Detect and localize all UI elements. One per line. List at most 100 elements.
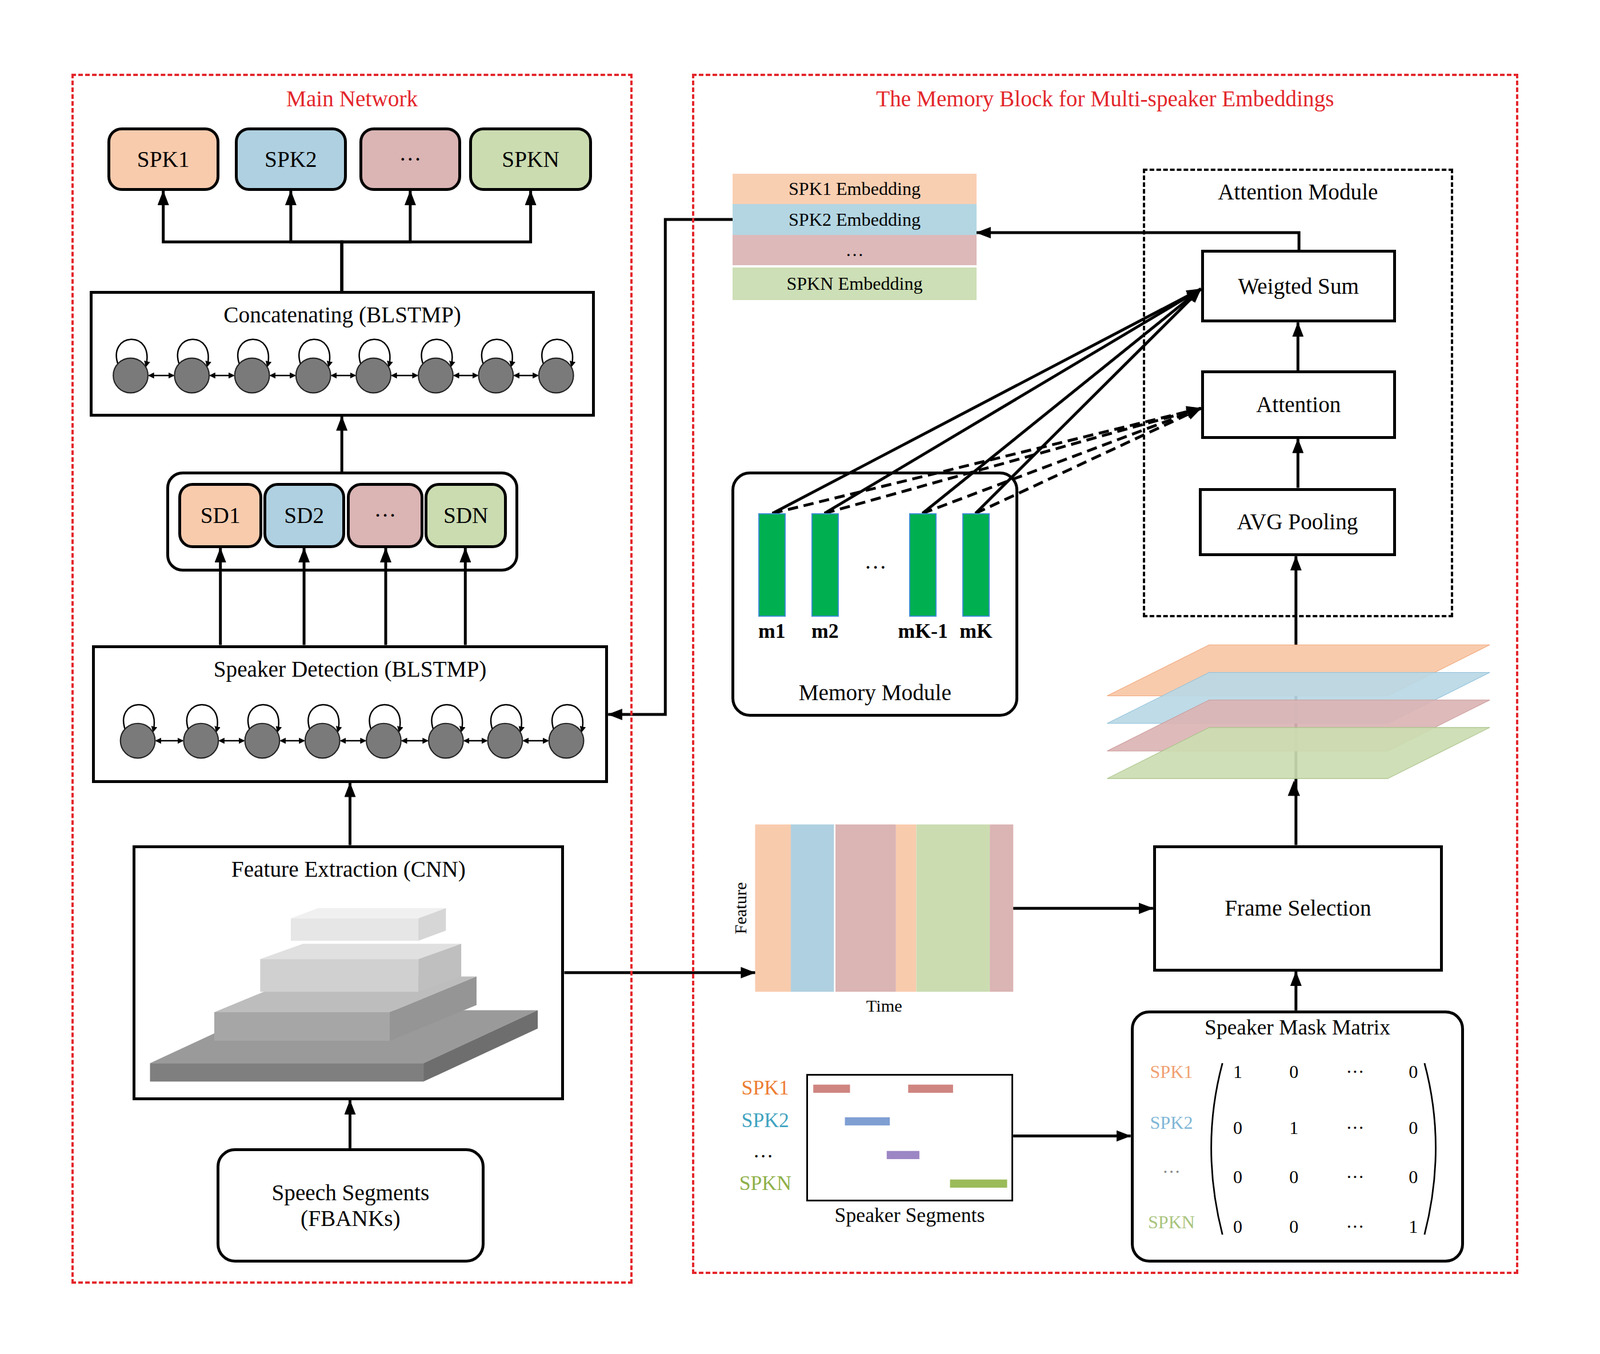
matrix-entry: ··· [1345, 1061, 1364, 1083]
connector [975, 288, 1202, 514]
node-label: Speaker Mask Matrix [1204, 1014, 1391, 1040]
node-label: SPK2 Embedding [788, 208, 921, 230]
connector [1294, 971, 1298, 1011]
lstm-cell [478, 358, 514, 394]
region-panel: Main NetworkSPK1SPK2···SPKNConcatenating… [71, 73, 633, 1284]
lstm-cell [549, 723, 584, 759]
axis-label: … [753, 1139, 774, 1163]
matrix-entry: 1 [1408, 1216, 1418, 1238]
bidirectional-link [210, 374, 234, 376]
connector [218, 548, 222, 646]
connector [772, 288, 1202, 514]
connector [976, 232, 1299, 250]
cnn-illustration [150, 908, 539, 1082]
lstm-cell [366, 723, 402, 759]
connector [384, 548, 388, 646]
node-label: Speaker Detection (BLSTMP) [213, 656, 487, 682]
plot-box: Speaker Segments [806, 1073, 1014, 1202]
feature-stripe [989, 824, 1014, 992]
cnn-layer [214, 1012, 390, 1041]
process-box: Weigted Sum [1201, 249, 1396, 323]
node-label: Speech Segments (FBANKs) [248, 1179, 453, 1231]
lstm-cell [174, 358, 210, 394]
node-label: Speaker Segments [834, 1203, 986, 1227]
process-box: Concatenating (BLSTMP) [89, 290, 595, 417]
matrix-entry: 0 [1408, 1117, 1418, 1139]
bidirectional-link [270, 374, 295, 376]
lstm-cell [183, 723, 219, 759]
node-label: SPK1 Embedding [788, 178, 921, 200]
bidirectional-link [331, 374, 355, 376]
node-label: SD1 [200, 502, 241, 528]
slot-label: mK-1 [898, 619, 948, 643]
connector [340, 416, 344, 472]
node-label: ··· [398, 146, 422, 172]
process-box: Frame Selection [1153, 845, 1443, 972]
slot-label: mK [959, 619, 993, 643]
node-label: Attention [1256, 391, 1341, 418]
embedding-row: … [732, 234, 977, 266]
speaker-segment-bars [813, 1084, 1007, 1188]
speaker-box: SDN [424, 482, 508, 548]
node-label: SPKN Embedding [786, 273, 923, 295]
node-label: Concatenating (BLSTMP) [223, 301, 462, 328]
speaker-box: SPKN [469, 127, 592, 191]
bidirectional-link [280, 740, 304, 742]
node-label: SPK2 [264, 146, 318, 172]
slot-label: m1 [758, 619, 786, 643]
lstm-cell [538, 358, 574, 394]
connector [1013, 1134, 1131, 1138]
node-label: Feature [730, 882, 751, 935]
speaker-box: SD1 [178, 482, 262, 548]
node-label: SD2 [284, 502, 324, 528]
lstm-cell [120, 723, 156, 759]
speaker-box: SD2 [263, 482, 346, 548]
node-label: Frame Selection [1224, 895, 1371, 922]
feature-stripe [834, 824, 896, 992]
matrix-entry: 1 [1289, 1117, 1299, 1139]
node-label: … [845, 239, 864, 261]
lstm-cell [428, 723, 464, 759]
row-label: SPKN [1148, 1210, 1195, 1232]
connector [975, 408, 1202, 514]
connector [1013, 906, 1154, 910]
matrix-entry: 1 [1233, 1061, 1243, 1083]
matrix-entry: ··· [1345, 1216, 1364, 1238]
matrix-entry: 0 [1233, 1117, 1243, 1139]
matrix-entry: 0 [1408, 1165, 1418, 1187]
embedding-row: SPKN Embedding [732, 267, 977, 300]
memory-slot: mK-1 [909, 513, 937, 616]
lstm-cell [245, 723, 280, 759]
row-label: SPK2 [1150, 1112, 1194, 1134]
connector [922, 408, 1202, 514]
node-label: Weigted Sum [1237, 273, 1359, 299]
node-label: SPK1 [137, 146, 190, 172]
node-label: Memory Module [798, 679, 952, 706]
matrix-entry: 0 [1289, 1165, 1299, 1187]
lstm-cell [113, 358, 148, 394]
speaker-box: SPK2 [234, 127, 347, 191]
row-label: ··· [1162, 1161, 1181, 1183]
region-title: The Memory Block for Multi-speaker Embed… [876, 85, 1335, 112]
rounded-box: Memory Modulem1m2mK-1mK [731, 471, 1019, 717]
rounded-box: Speech Segments (FBANKs) [216, 1148, 486, 1263]
connector [464, 548, 467, 646]
connector [1296, 322, 1300, 371]
bidirectional-link [523, 740, 548, 742]
bidirectional-link [340, 740, 366, 742]
row-label: SPK1 [1150, 1061, 1194, 1083]
segment-bar [950, 1179, 1008, 1188]
process-box: Feature Extraction (CNN) [132, 845, 564, 1100]
feature-stripe [896, 824, 917, 992]
memory-slot: mK [962, 513, 990, 616]
connector [341, 190, 531, 291]
matrix-entry: ··· [1345, 1117, 1364, 1139]
blstm-cells [113, 339, 584, 759]
cnn-layer [423, 1009, 538, 1082]
arrowhead [1288, 780, 1300, 796]
node-label: ··· [373, 502, 396, 528]
group-box: SD1 SD2 ··· SDN [166, 471, 519, 572]
node-label: SDN [443, 502, 489, 528]
